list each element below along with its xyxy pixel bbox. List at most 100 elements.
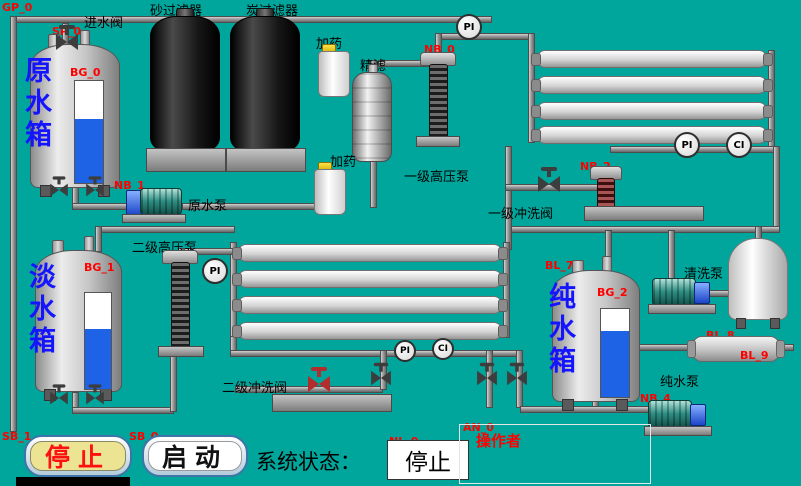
hp-pump2[interactable] xyxy=(171,262,190,348)
pure-pump-label: 纯水泵 xyxy=(660,375,700,390)
flush-valve2-label: 二级冲洗阀 xyxy=(222,381,288,396)
ro-membrane-vessel xyxy=(232,270,508,288)
inlet-valve[interactable] xyxy=(56,25,78,50)
cartridge-filter[interactable] xyxy=(687,336,785,362)
valve-stem xyxy=(547,170,551,177)
flush-pump1-base xyxy=(584,206,704,221)
dosing-bottom-label: 加药 xyxy=(330,155,357,170)
hp-pump2-base xyxy=(158,346,204,357)
pipe xyxy=(370,158,377,208)
clean-pump[interactable] xyxy=(652,278,696,306)
flush2-base xyxy=(272,394,392,412)
raw-tank-outlet-valve-2[interactable] xyxy=(86,176,104,197)
valve-handle xyxy=(52,384,66,388)
tag-sb1: SB_1 xyxy=(2,430,32,443)
ro-membrane-vessel xyxy=(232,322,508,340)
conductivity-gauge-ci: CI xyxy=(726,132,752,158)
drain-valve[interactable] xyxy=(371,362,391,386)
pressure-gauge-pi: PI xyxy=(394,340,416,362)
tag-nb1: NB_1 xyxy=(114,179,145,192)
dosing-container-top[interactable] xyxy=(318,51,350,97)
raw-tank-level-fill xyxy=(75,118,103,183)
valve-handle xyxy=(541,167,557,171)
tag-bl7: BL_7 xyxy=(545,259,574,272)
pure-pump-head xyxy=(690,404,706,426)
pressure-gauge-pi: PI xyxy=(202,258,228,284)
tank-leg xyxy=(562,399,574,411)
raw-pump-label: 原水泵 xyxy=(188,199,228,214)
valve-stem xyxy=(93,178,97,185)
tank-leg xyxy=(736,318,746,329)
pure-tank-level-gauge xyxy=(600,308,630,398)
stage1-flush-valve[interactable] xyxy=(538,167,560,192)
raw-pump[interactable] xyxy=(140,188,182,215)
valve-stem xyxy=(485,365,489,372)
valve-stem xyxy=(317,370,321,377)
stop-button-label: 停止 xyxy=(30,441,126,472)
tank-leg xyxy=(770,318,780,329)
operator-panel xyxy=(459,424,651,484)
carbon-filter-base xyxy=(226,148,306,172)
clean-pump-base xyxy=(648,304,716,314)
pressure-gauge-pi: PI xyxy=(674,132,700,158)
fresh-tank-level-fill xyxy=(85,329,111,389)
sand-filter-base xyxy=(146,148,226,172)
pressure-gauge-pi: PI xyxy=(456,14,482,40)
tag-gp0: GP_0 xyxy=(2,1,33,14)
pipe xyxy=(95,226,102,252)
valve-stem xyxy=(93,386,97,393)
raw-tank-level-gauge xyxy=(74,80,104,184)
start-button-label: 启动 xyxy=(148,441,242,472)
pure-tank-name: 纯水箱 xyxy=(544,282,575,378)
clean-pump-head xyxy=(694,282,710,304)
valve-handle xyxy=(52,176,66,180)
valve-stem xyxy=(57,178,61,185)
hp-pump1-base xyxy=(416,136,460,147)
valve-stem xyxy=(515,365,519,372)
start-button[interactable]: 启动 xyxy=(142,435,248,477)
tag-bg1: BG_1 xyxy=(84,261,115,274)
pipe xyxy=(435,33,533,40)
pipe xyxy=(668,230,675,280)
pipe xyxy=(95,226,235,233)
pipe xyxy=(505,146,512,250)
pipe xyxy=(636,344,694,351)
cip-round-tank[interactable] xyxy=(728,238,788,320)
fine-filter-vessel[interactable] xyxy=(352,72,392,162)
carbon-filter-vessel[interactable] xyxy=(230,16,300,152)
pure-pump[interactable] xyxy=(648,400,692,428)
pipe xyxy=(72,407,174,414)
raw-pump-base xyxy=(122,214,186,223)
fresh-tank-outlet-valve-1[interactable] xyxy=(50,384,68,405)
ro-membrane-vessel xyxy=(531,76,773,94)
pure-line-valve-2[interactable] xyxy=(507,362,527,386)
sand-filter-vessel[interactable] xyxy=(150,16,220,152)
raw-tank-name: 原水箱 xyxy=(20,56,51,152)
valve-handle xyxy=(373,362,389,367)
valve-handle xyxy=(88,384,102,388)
valve-handle xyxy=(59,25,75,29)
dosing-container-bottom[interactable] xyxy=(314,169,346,215)
pipe xyxy=(773,146,780,232)
pure-line-valve-1[interactable] xyxy=(477,362,497,386)
ro-membrane-vessel xyxy=(232,296,508,314)
valve-handle xyxy=(479,362,495,367)
raw-tank-outlet-valve-1[interactable] xyxy=(50,176,68,197)
pure-pump-base xyxy=(644,426,712,436)
pipe xyxy=(510,226,780,233)
valve-stem xyxy=(65,28,69,35)
stage2-flush-valve[interactable] xyxy=(308,367,330,392)
hp-pump1[interactable] xyxy=(429,64,448,138)
ro-membrane-vessel xyxy=(531,102,773,120)
hp-pump1-label: 一级高压泵 xyxy=(404,170,470,185)
fresh-tank-level-gauge xyxy=(84,292,112,390)
pipe xyxy=(170,352,177,412)
tank-leg xyxy=(616,399,628,411)
pipe xyxy=(230,350,523,357)
ro-membrane-vessel xyxy=(531,126,773,144)
pipe xyxy=(72,203,130,210)
stop-button[interactable]: 停止 xyxy=(24,435,132,477)
fresh-tank-outlet-valve-2[interactable] xyxy=(86,384,104,405)
valve-handle xyxy=(311,367,327,371)
